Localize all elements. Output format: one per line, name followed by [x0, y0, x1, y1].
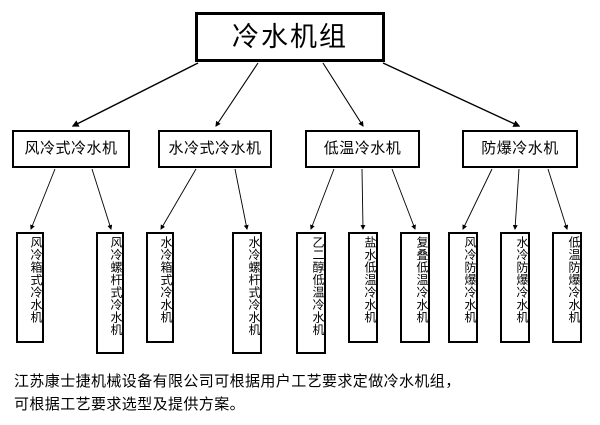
node-leaf-water-cooled-box-chiller[interactable]: 水冷箱式冷水机 — [146, 232, 174, 343]
level2-to-leaf-connectors — [30, 168, 569, 230]
caption-line-2: 可根据工艺要求选型及提供方案。 — [14, 397, 246, 413]
node-level2-label: 低温冷水机 — [323, 140, 402, 157]
node-air-cooled-chiller[interactable]: 风冷式冷水机 — [12, 130, 130, 168]
node-leaf-label: 乙二醇低温冷水机 — [311, 236, 325, 336]
node-leaf-cascade-low-temperature-chiller[interactable]: 复叠低温冷水机 — [400, 232, 430, 343]
node-leaf-glycol-low-temperature-chiller[interactable]: 乙二醇低温冷水机 — [296, 232, 326, 354]
node-level2-label: 防爆冷水机 — [481, 140, 559, 157]
node-leaf-air-cooled-explosion-proof-chiller[interactable]: 风冷防爆冷水机 — [448, 232, 478, 343]
node-leaf-air-cooled-box-chiller[interactable]: 风冷箱式冷水机 — [16, 232, 44, 343]
node-leaf-label: 水冷箱式冷水机 — [159, 236, 173, 324]
node-leaf-label: 水冷螺杆式冷水机 — [247, 236, 261, 336]
node-leaf-label: 复叠低温冷水机 — [415, 236, 429, 324]
node-leaf-air-cooled-screw-chiller[interactable]: 风冷螺杆式冷水机 — [96, 232, 124, 354]
node-root-chiller-unit[interactable]: 冷水机组 — [195, 12, 385, 62]
node-low-temperature-chiller[interactable]: 低温冷水机 — [305, 130, 420, 168]
node-leaf-label: 水冷防爆冷水机 — [515, 236, 529, 324]
node-explosion-proof-chiller[interactable]: 防爆冷水机 — [462, 130, 578, 168]
node-water-cooled-chiller[interactable]: 水冷式冷水机 — [158, 130, 272, 168]
node-leaf-brine-low-temperature-chiller[interactable]: 盐水低温冷水机 — [348, 232, 378, 343]
node-leaf-water-cooled-screw-chiller[interactable]: 水冷螺杆式冷水机 — [232, 232, 262, 354]
node-leaf-water-cooled-explosion-proof-chiller[interactable]: 水冷防爆冷水机 — [500, 232, 530, 343]
node-leaf-label: 低温防爆冷水机 — [567, 236, 581, 324]
caption-line-1: 江苏康士捷机械设备有限公司可根据用户工艺要求定做冷水机组， — [14, 374, 461, 390]
caption-block: 江苏康士捷机械设备有限公司可根据用户工艺要求定做冷水机组， 可根据工艺要求选型及… — [14, 371, 590, 417]
node-leaf-label: 风冷箱式冷水机 — [29, 236, 43, 324]
root-to-level2-connectors — [71, 62, 521, 127]
node-leaf-label: 风冷螺杆式冷水机 — [109, 236, 123, 336]
node-leaf-low-temperature-explosion-proof-chiller[interactable]: 低温防爆冷水机 — [552, 232, 582, 343]
node-root-label: 冷水机组 — [232, 21, 348, 52]
node-level2-label: 水冷式冷水机 — [168, 140, 262, 157]
node-level2-label: 风冷式冷水机 — [24, 140, 118, 157]
node-leaf-label: 风冷防爆冷水机 — [463, 236, 477, 324]
node-leaf-label: 盐水低温冷水机 — [363, 236, 377, 324]
